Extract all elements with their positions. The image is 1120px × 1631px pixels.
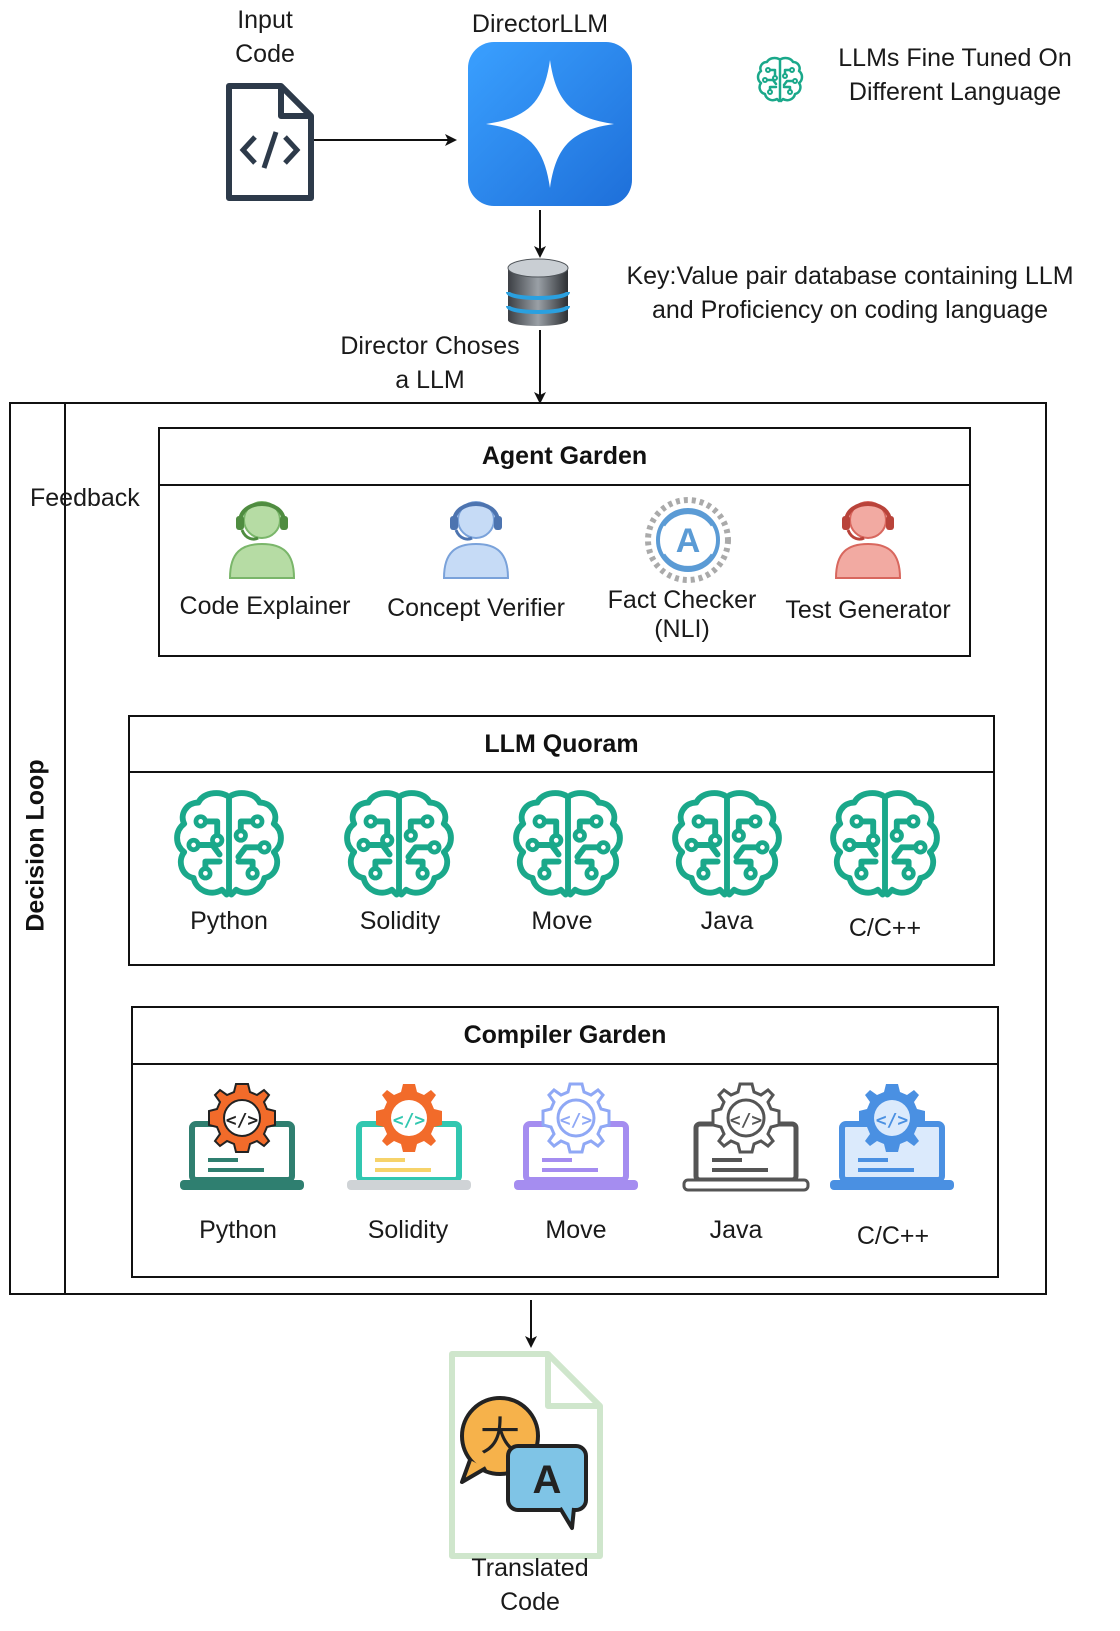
llm-quoram-title: LLM Quoram [130, 717, 993, 773]
translated-code-label: Translated Code [430, 1552, 630, 1620]
database-description: Key:Value pair database containing LLM a… [590, 260, 1110, 328]
fact-checker-line1: Fact Checker [607, 586, 757, 614]
director-choice-label: Director Choses a LLM [320, 330, 540, 398]
agent-label-test-generator: Test Generator [785, 596, 951, 624]
decision-loop-divider [64, 402, 66, 1295]
decision-loop-label: Decision Loop [21, 759, 50, 932]
input-label-line1: Input [237, 6, 293, 34]
code-file-icon [225, 82, 315, 202]
compiler-icon-java [682, 1080, 810, 1198]
compiler-icon-solidity [345, 1080, 473, 1198]
agent-garden-title: Agent Garden [160, 429, 969, 486]
feedback-label: Feedback [30, 484, 140, 512]
brain-icon-java [668, 786, 786, 904]
director-choice-line1: Director Choses [340, 332, 520, 360]
quoram-label-move: Move [531, 907, 593, 935]
compiler-garden-title: Compiler Garden [133, 1008, 997, 1065]
agent-label-fact-checker: Fact Checker (NLI) [592, 586, 772, 644]
compiler-label-cpp: C/C++ [856, 1222, 930, 1250]
svg-text:A: A [676, 522, 701, 560]
quoram-label-java: Java [700, 907, 754, 935]
compiler-label-java: Java [709, 1216, 763, 1244]
test-generator-icon [828, 488, 908, 580]
database-line1: Key:Value pair database containing LLM [626, 262, 1074, 290]
director-choice-line2: a LLM [395, 365, 465, 394]
compiler-icon-cpp [828, 1080, 956, 1198]
brain-icon-move [509, 786, 627, 904]
legend-text: LLMs Fine Tuned On Different Language [810, 42, 1100, 110]
director-label: DirectorLLM [471, 10, 609, 38]
input-code-label: Input Code [215, 4, 315, 72]
brain-icon-python [170, 786, 288, 904]
brain-icon-solidity [340, 786, 458, 904]
agent-label-concept-verifier: Concept Verifier [387, 594, 565, 622]
fact-checker-icon: A [643, 495, 733, 585]
quoram-label-cpp: C/C++ [848, 914, 922, 942]
compiler-label-move: Move [545, 1216, 607, 1244]
concept-verifier-icon [436, 488, 516, 580]
translated-code-icon: 大 A [448, 1350, 608, 1560]
compiler-label-solidity: Solidity [367, 1216, 449, 1244]
brain-circuit-icon [755, 55, 805, 105]
legend-line2: Different Language [848, 77, 1062, 106]
output-line1: Translated [471, 1554, 589, 1582]
brain-icon-cpp [826, 786, 944, 904]
agent-label-code-explainer: Code Explainer [179, 592, 351, 620]
director-llm-icon [468, 42, 632, 206]
quoram-label-python: Python [190, 907, 268, 935]
legend-line1: LLMs Fine Tuned On [838, 44, 1072, 72]
agent-garden: Agent Garden [158, 427, 971, 657]
svg-text:A: A [533, 1458, 562, 1502]
output-line2: Code [500, 1587, 560, 1616]
compiler-label-python: Python [199, 1216, 277, 1244]
database-line2: and Proficiency on coding language [651, 295, 1049, 324]
compiler-icon-python [178, 1080, 306, 1198]
quoram-label-solidity: Solidity [359, 907, 441, 935]
input-label-line2: Code [235, 39, 295, 68]
compiler-icon-move [512, 1080, 640, 1198]
database-icon [505, 256, 571, 332]
code-explainer-icon [222, 488, 302, 580]
fact-checker-line2: (NLI) [654, 615, 710, 643]
